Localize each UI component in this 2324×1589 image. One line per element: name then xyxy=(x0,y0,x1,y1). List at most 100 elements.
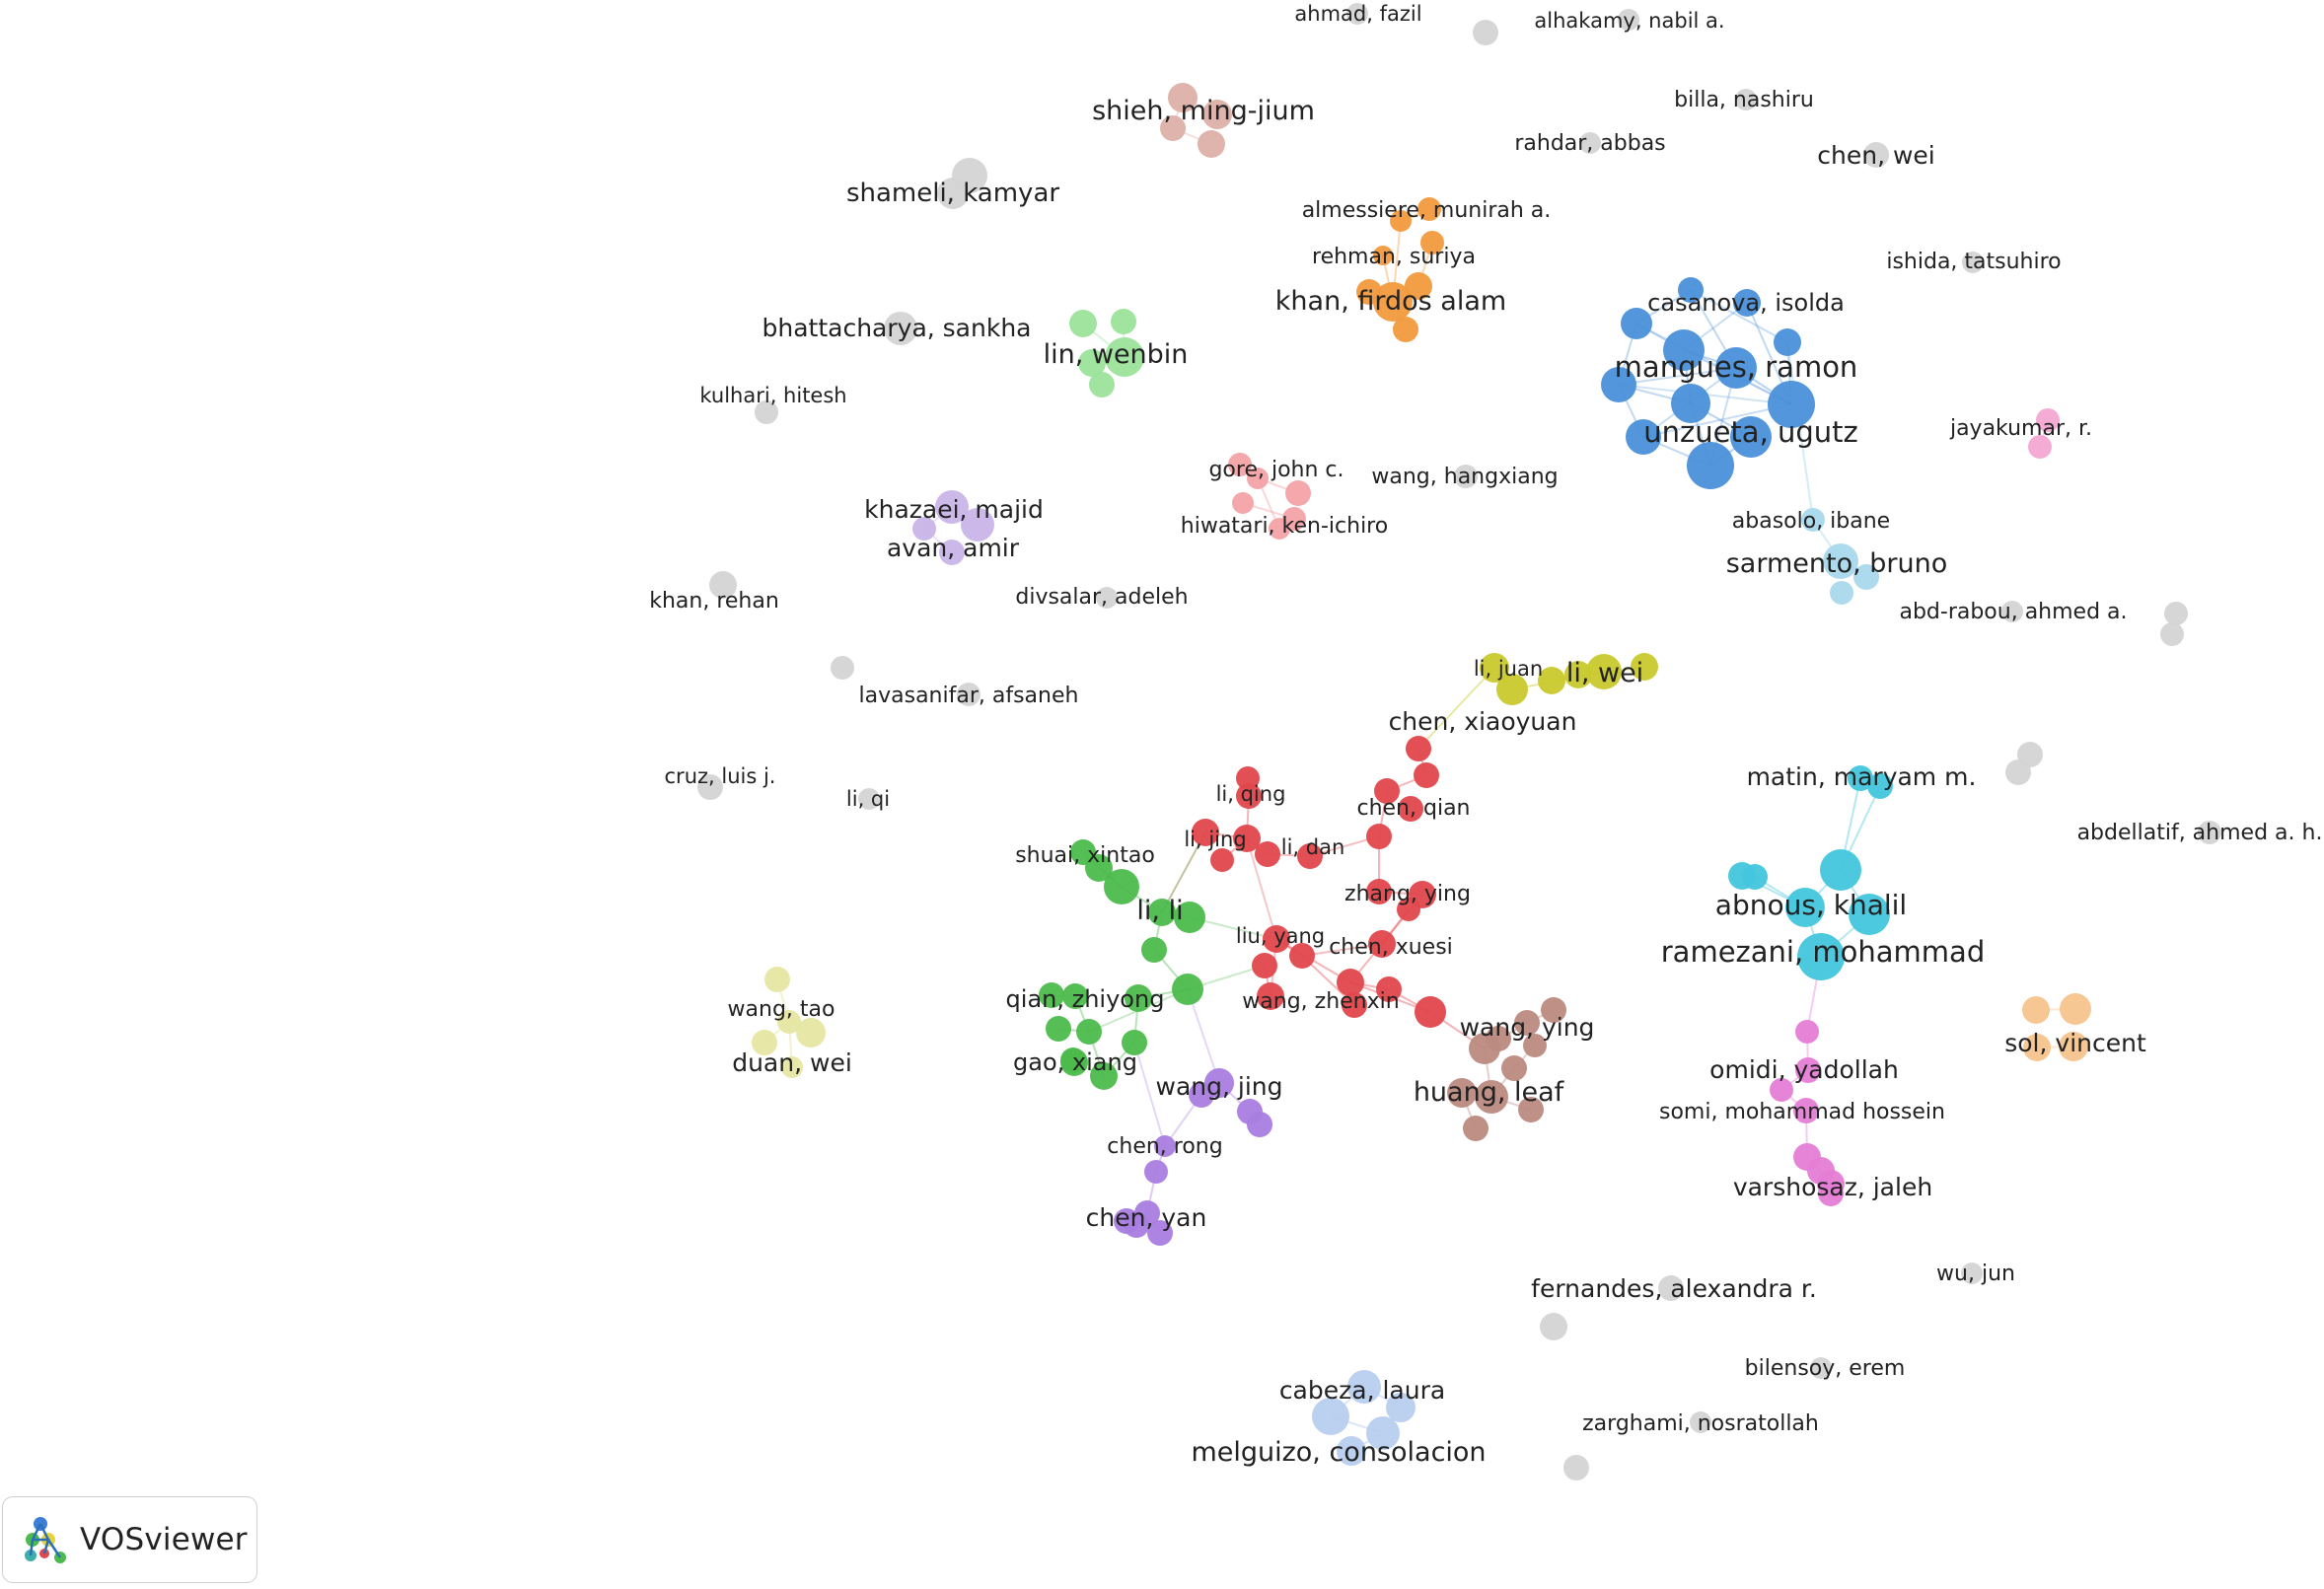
network-node[interactable] xyxy=(1111,309,1136,334)
network-node[interactable] xyxy=(1563,1455,1589,1481)
network-node[interactable] xyxy=(1374,778,1400,804)
network-node[interactable] xyxy=(1618,9,1639,31)
node-label-li-jing[interactable]: li, jing xyxy=(1184,828,1246,851)
network-node[interactable] xyxy=(1148,899,1176,926)
node-label-huang-leaf[interactable]: huang, leaf xyxy=(1414,1077,1565,1108)
node-label-billa-nashiru[interactable]: billa, nashiru xyxy=(1674,88,1814,112)
node-label-avan-amir[interactable]: avan, amir xyxy=(887,534,1020,562)
node-label-melguizo-consolacion[interactable]: melguizo, consolacion xyxy=(1191,1437,1486,1468)
network-node[interactable] xyxy=(1853,564,1879,590)
node-label-shameli-kamyar[interactable]: shameli, kamyar xyxy=(846,179,1059,208)
network-node[interactable] xyxy=(1540,1313,1567,1340)
network-node[interactable] xyxy=(1202,100,1232,129)
network-node[interactable] xyxy=(1255,841,1280,867)
node-label-mangues-ramon[interactable]: mangues, ramon xyxy=(1615,350,1858,384)
node-label-kulhari-hitesh[interactable]: kulhari, hitesh xyxy=(699,384,846,407)
network-node[interactable] xyxy=(1514,1010,1540,1036)
network-node[interactable] xyxy=(1069,310,1097,337)
network-node[interactable] xyxy=(1473,20,1498,45)
network-node[interactable] xyxy=(697,774,723,800)
network-node[interactable] xyxy=(1386,1393,1416,1422)
network-node[interactable] xyxy=(1687,442,1734,489)
network-node[interactable] xyxy=(1863,142,1889,168)
network-node[interactable] xyxy=(1774,328,1801,356)
node-label-hiwatari-ken-ichiro[interactable]: hiwatari, ken-ichiro xyxy=(1181,514,1388,539)
node-label-abasolo-ibane[interactable]: abasolo, ibane xyxy=(1732,509,1890,534)
network-node[interactable] xyxy=(1144,1160,1168,1184)
node-label-ishida-tatsuhiro[interactable]: ishida, tatsuhiro xyxy=(1886,250,2061,274)
network-node[interactable] xyxy=(1198,130,1225,158)
node-label-chen-xiaoyuan[interactable]: chen, xiaoyuan xyxy=(1389,707,1577,736)
network-node[interactable] xyxy=(1172,974,1203,1005)
network-node[interactable] xyxy=(1690,1411,1711,1433)
network-node[interactable] xyxy=(1626,419,1661,455)
network-node[interactable] xyxy=(1397,898,1420,921)
network-node[interactable] xyxy=(1263,925,1290,953)
node-label-bilensoy-erem[interactable]: bilensoy, erem xyxy=(1745,1356,1906,1381)
network-node[interactable] xyxy=(1475,1080,1508,1114)
node-label-khan-firdos-alam[interactable]: khan, firdos alam xyxy=(1275,286,1506,317)
network-node[interactable] xyxy=(1089,372,1115,397)
network-node[interactable] xyxy=(1849,894,1890,935)
network-node[interactable] xyxy=(1795,1057,1821,1083)
network-node[interactable] xyxy=(777,1010,801,1034)
network-node[interactable] xyxy=(1678,277,1704,303)
network-node[interactable] xyxy=(1962,252,1984,273)
network-node[interactable] xyxy=(1192,819,1219,846)
network-node[interactable] xyxy=(858,788,880,810)
node-label-shieh-ming-jium[interactable]: shieh, ming-jium xyxy=(1092,96,1315,126)
network-node[interactable] xyxy=(1579,132,1601,154)
network-node[interactable] xyxy=(2005,759,2031,785)
network-node[interactable] xyxy=(1631,653,1658,681)
node-label-rahdar-abbas[interactable]: rahdar, abbas xyxy=(1514,131,1665,156)
network-node[interactable] xyxy=(1795,1020,1819,1044)
network-node[interactable] xyxy=(1210,848,1234,872)
network-node[interactable] xyxy=(764,967,790,992)
network-node[interactable] xyxy=(1257,982,1284,1010)
network-node[interactable] xyxy=(1285,480,1311,506)
network-node[interactable] xyxy=(1715,347,1757,389)
network-node[interactable] xyxy=(1076,1019,1102,1045)
network-node[interactable] xyxy=(1154,1135,1176,1157)
network-node[interactable] xyxy=(1801,508,1825,532)
node-label-qian-zhiyong[interactable]: qian, zhiyong xyxy=(1006,985,1165,1013)
node-label-divsalar-adeleh[interactable]: divsalar, adeleh xyxy=(1015,585,1188,610)
network-node[interactable] xyxy=(1671,384,1710,423)
node-label-sol-vincent[interactable]: sol, vincent xyxy=(2004,1029,2146,1057)
network-node[interactable] xyxy=(1090,1062,1118,1090)
network-node[interactable] xyxy=(1848,765,1873,791)
network-node[interactable] xyxy=(1518,1097,1544,1122)
node-label-zhang-ying[interactable]: zhang, ying xyxy=(1344,882,1471,906)
network-node[interactable] xyxy=(1337,969,1364,996)
network-node[interactable] xyxy=(1342,992,1367,1018)
network-node[interactable] xyxy=(1564,661,1592,688)
node-label-wang-hangxiang[interactable]: wang, hangxiang xyxy=(1371,465,1558,489)
node-label-liu-yang[interactable]: liu, yang xyxy=(1236,924,1325,948)
network-node[interactable] xyxy=(1797,933,1845,980)
network-node[interactable] xyxy=(1189,1082,1214,1108)
network-node[interactable] xyxy=(1232,492,1254,514)
network-node[interactable] xyxy=(1770,1078,1793,1102)
network-node[interactable] xyxy=(1601,367,1636,402)
network-node[interactable] xyxy=(935,490,969,524)
node-label-omidi-yadollah[interactable]: omidi, yadollah xyxy=(1709,1055,1899,1084)
node-label-li-qi[interactable]: li, qi xyxy=(846,787,890,811)
network-node[interactable] xyxy=(1406,736,1431,761)
network-node[interactable] xyxy=(1046,1016,1071,1042)
network-node[interactable] xyxy=(1062,983,1088,1009)
node-label-wang-jing[interactable]: wang, jing xyxy=(1156,1072,1283,1101)
network-node[interactable] xyxy=(1366,879,1392,904)
network-node[interactable] xyxy=(2198,821,2221,844)
network-node[interactable] xyxy=(1233,825,1261,852)
node-label-cruz-luis[interactable]: cruz, luis j. xyxy=(665,764,776,788)
network-node[interactable] xyxy=(1420,231,1444,254)
node-label-sarmento-bruno[interactable]: sarmento, bruno xyxy=(1726,548,1948,579)
network-node[interactable] xyxy=(1096,587,1118,609)
network-node[interactable] xyxy=(1541,997,1566,1023)
network-node[interactable] xyxy=(1414,762,1439,788)
network-node[interactable] xyxy=(2160,622,2184,646)
network-node[interactable] xyxy=(709,571,737,599)
network-node[interactable] xyxy=(939,540,965,565)
node-label-chen-yan[interactable]: chen, yan xyxy=(1086,1203,1207,1232)
network-node[interactable] xyxy=(1376,976,1402,1002)
